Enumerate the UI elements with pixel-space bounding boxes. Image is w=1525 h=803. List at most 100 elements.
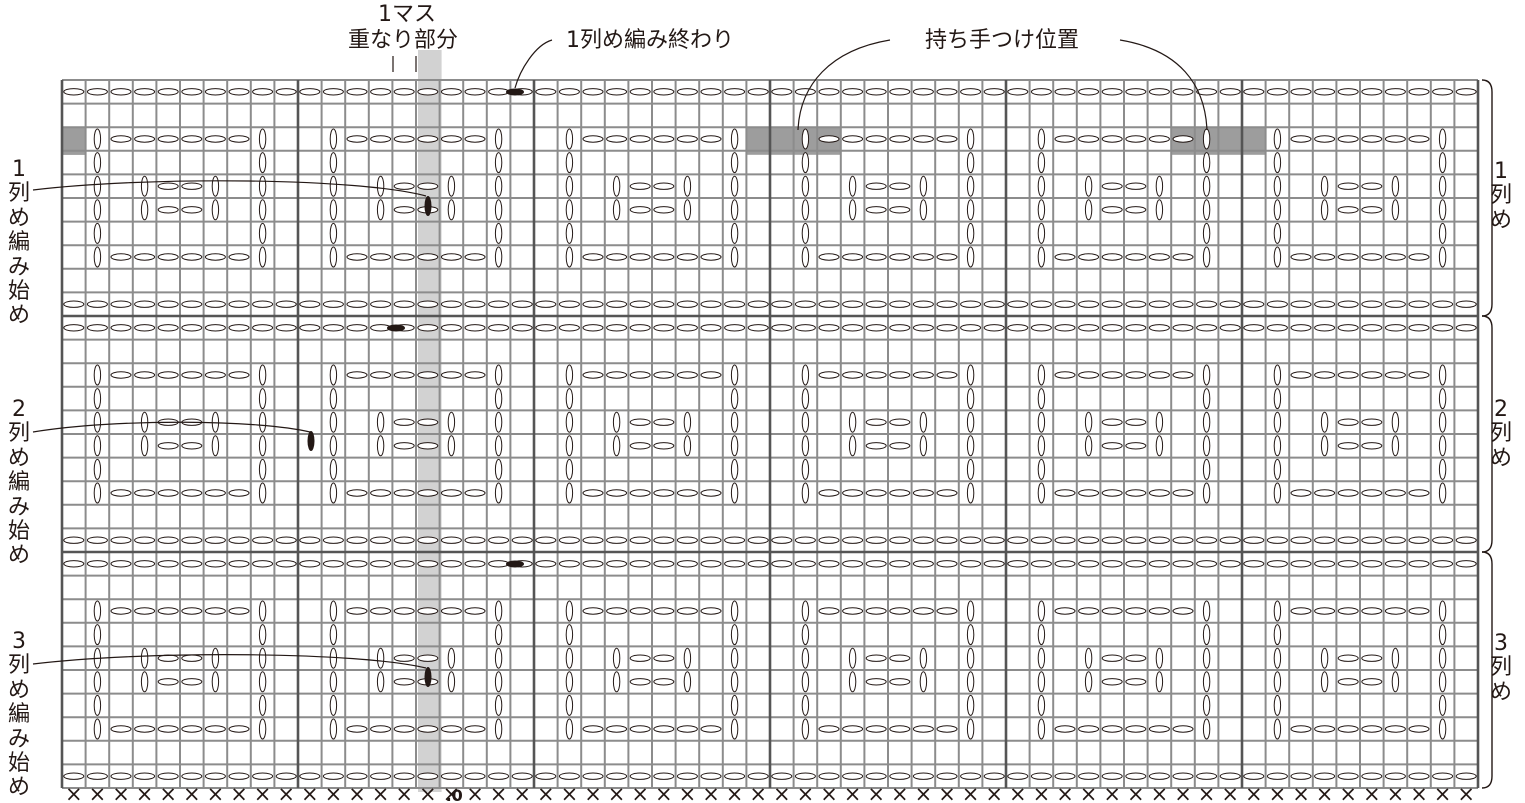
post-stitch — [1155, 435, 1164, 457]
chain-stitch — [1266, 324, 1288, 332]
chain-stitch — [1078, 253, 1100, 261]
post-stitch — [1202, 694, 1211, 716]
post-stitch — [447, 647, 456, 669]
post-stitch — [1202, 128, 1211, 150]
chain-stitch — [157, 678, 179, 686]
chain-stitch — [912, 772, 934, 780]
chain-stitch — [322, 560, 344, 568]
chain-stitch — [204, 772, 226, 780]
chain-stitch — [912, 489, 934, 497]
chain-stitch — [606, 253, 628, 261]
chain-stitch — [1054, 489, 1076, 497]
post-stitch — [966, 671, 975, 693]
post-stitch — [494, 435, 503, 457]
chain-stitch — [582, 536, 604, 544]
chain-stitch — [606, 489, 628, 497]
chain-stitch — [1337, 300, 1359, 308]
chain-stitch — [983, 560, 1005, 568]
post-stitch — [447, 671, 456, 693]
chain-stitch — [629, 442, 651, 450]
post-stitch — [494, 624, 503, 646]
chain-stitch — [794, 560, 816, 568]
chain-stitch — [252, 300, 274, 308]
post-stitch — [801, 671, 810, 693]
post-stitch — [1391, 175, 1400, 197]
chain-stitch — [724, 560, 746, 568]
chain-stitch — [464, 607, 486, 615]
post-stitch — [329, 222, 338, 244]
chain-stitch — [157, 607, 179, 615]
chain-stitch — [1290, 324, 1312, 332]
post-stitch — [801, 246, 810, 268]
chain-stitch — [86, 772, 108, 780]
chain-stitch — [865, 489, 887, 497]
chain-stitch — [110, 560, 132, 568]
chain-stitch — [1384, 489, 1406, 497]
post-stitch — [919, 411, 928, 433]
chain-stitch — [1125, 135, 1147, 143]
chain-stitch — [134, 371, 156, 379]
chain-stitch — [1172, 135, 1194, 143]
chain-stitch — [1314, 489, 1336, 497]
post-stitch — [211, 435, 220, 457]
chain-stitch — [346, 300, 368, 308]
chain-stitch — [322, 300, 344, 308]
chain-stitch — [606, 88, 628, 96]
chain-stitch — [417, 88, 439, 96]
chain-stitch — [582, 253, 604, 261]
chain-stitch — [228, 560, 250, 568]
chain-stitch — [1361, 135, 1383, 143]
chain-stitch — [1337, 678, 1359, 686]
post-stitch — [966, 647, 975, 669]
chain-stitch — [1101, 607, 1123, 615]
post-stitch — [1037, 152, 1046, 174]
row2-end-marker — [387, 324, 405, 332]
chain-stitch — [1078, 560, 1100, 568]
chain-stitch — [1078, 489, 1100, 497]
chain-stitch — [181, 253, 203, 261]
chain-stitch — [110, 371, 132, 379]
bottom-x-stitch: × — [1269, 782, 1287, 803]
chain-stitch — [1361, 206, 1383, 214]
post-stitch — [1438, 388, 1447, 410]
chain-stitch — [1101, 182, 1123, 190]
chain-stitch — [1101, 536, 1123, 544]
post-stitch — [1037, 411, 1046, 433]
chain-stitch — [1125, 607, 1147, 615]
chain-stitch — [535, 88, 557, 96]
bottom-x-stitch: × — [867, 782, 885, 803]
post-stitch — [329, 458, 338, 480]
chain-stitch — [1408, 253, 1430, 261]
post-stitch — [329, 624, 338, 646]
chain-stitch — [889, 678, 911, 686]
post-stitch — [966, 600, 975, 622]
post-stitch — [93, 411, 102, 433]
chain-stitch — [1148, 253, 1170, 261]
post-stitch — [1391, 411, 1400, 433]
post-stitch — [258, 222, 267, 244]
post-stitch — [1273, 152, 1282, 174]
chain-stitch — [842, 88, 864, 96]
chain-stitch — [865, 442, 887, 450]
chain-stitch — [393, 772, 415, 780]
post-stitch — [1202, 671, 1211, 693]
chain-stitch — [181, 678, 203, 686]
post-stitch — [1438, 246, 1447, 268]
chain-stitch — [204, 324, 226, 332]
chain-stitch — [771, 536, 793, 544]
chain-stitch — [228, 772, 250, 780]
post-stitch — [258, 435, 267, 457]
post-stitch — [1202, 175, 1211, 197]
chain-stitch — [629, 678, 651, 686]
post-stitch — [211, 175, 220, 197]
chain-stitch — [1384, 725, 1406, 733]
chain-stitch — [653, 442, 675, 450]
chain-stitch — [558, 324, 580, 332]
chain-stitch — [1172, 489, 1194, 497]
chain-stitch — [393, 536, 415, 544]
chain-stitch — [275, 300, 297, 308]
post-stitch — [848, 435, 857, 457]
chain-stitch — [936, 772, 958, 780]
chain-stitch — [63, 324, 85, 332]
chain-stitch — [1172, 324, 1194, 332]
